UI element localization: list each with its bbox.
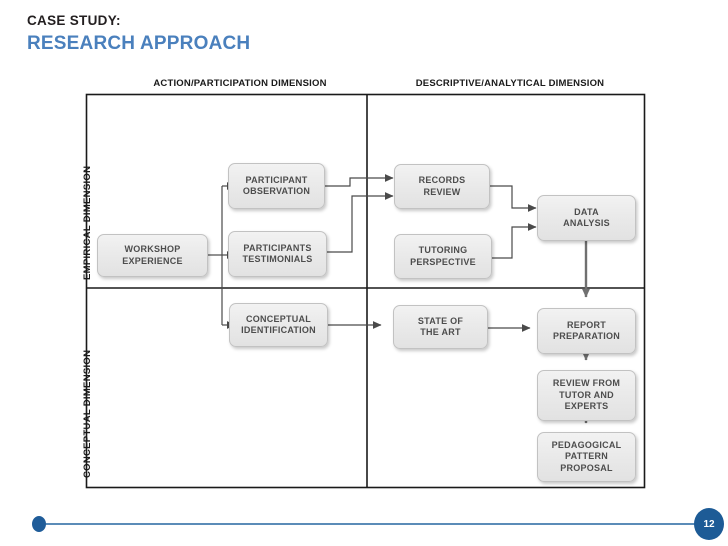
node-line: TUTORING [418,245,468,255]
page-title: RESEARCH APPROACH [27,33,251,54]
node-pedagogical-pattern-proposal[interactable]: PEDAGOGICAL PATTERN PROPOSAL [537,432,636,482]
column-header-action-participation: ACTION/PARTICIPATION DIMENSION [153,78,327,89]
node-line: EXPERTS [564,401,609,412]
node-tutoring-perspective[interactable]: TUTORING PERSPECTIVE [394,234,492,279]
column-header-descriptive-analytical: DESCRIPTIVE/ANALYTICAL DIMENSION [415,78,605,89]
node-line: THE ART [420,327,461,337]
node-line: OBSERVATION [242,186,311,196]
node-line: TESTIMONIALS [242,254,313,264]
row-header-empirical-dimension: EMPIRICAL DIMENSION [82,165,93,280]
node-conceptual-identification[interactable]: CONCEPTUAL IDENTIFICATION [229,303,328,347]
node-line: PATTERN [565,451,608,462]
node-line: EXPERIENCE [122,255,183,266]
node-participant-observation[interactable]: PARTICIPANT OBSERVATION [228,163,325,209]
node-review-from-tutor-and-experts[interactable]: REVIEW FROM TUTOR AND EXPERTS [537,370,636,421]
node-line: PEDAGOGICAL [551,439,622,450]
node-line: REVIEW [423,186,461,197]
node-report-preparation[interactable]: REPORT PREPARATION [537,308,636,354]
case-study-eyebrow: CASE STUDY: [27,13,121,28]
node-data-analysis[interactable]: DATA ANALYSIS [537,195,636,241]
node-state-of-the-art[interactable]: STATE OF THE ART [393,305,488,349]
research-approach-diagram: ACTION/PARTICIPATION DIMENSION DESCRIPTI… [82,78,646,489]
node-participants-testimonials[interactable]: PARTICIPANTS TESTIMONIALS [228,231,327,277]
node-line: TUTOR AND [559,389,614,400]
page-number-badge: 12 [694,508,724,540]
row-header-conceptual-dimension: CONCEPTUAL DIMENSION [82,349,93,478]
diagram-connectors [85,93,646,489]
node-line: CONCEPTUAL [245,313,311,324]
node-line: WORKSHOP [124,244,181,254]
node-line: DATA [574,206,599,217]
node-line: IDENTIFICATION [241,325,316,335]
node-line: REVIEW FROM [552,378,621,389]
node-workshop-experience[interactable]: WORKSHOP EXPERIENCE [97,234,208,277]
node-line: PROPOSAL [560,462,613,473]
slide-header: CASE STUDY: RESEARCH APPROACH [27,12,627,56]
node-line: PARTICIPANT [245,174,308,185]
node-line: PERSPECTIVE [410,256,476,267]
node-line: ANALYSIS [563,218,610,228]
node-line: PREPARATION [553,331,620,341]
footer-divider [46,523,702,525]
node-line: PARTICIPANTS [243,242,312,253]
node-line: RECORDS [418,175,466,185]
node-records-review[interactable]: RECORDS REVIEW [394,164,490,209]
footer-bullet-dot [32,516,46,532]
node-line: REPORT [566,319,606,330]
node-line: STATE OF [417,315,464,326]
